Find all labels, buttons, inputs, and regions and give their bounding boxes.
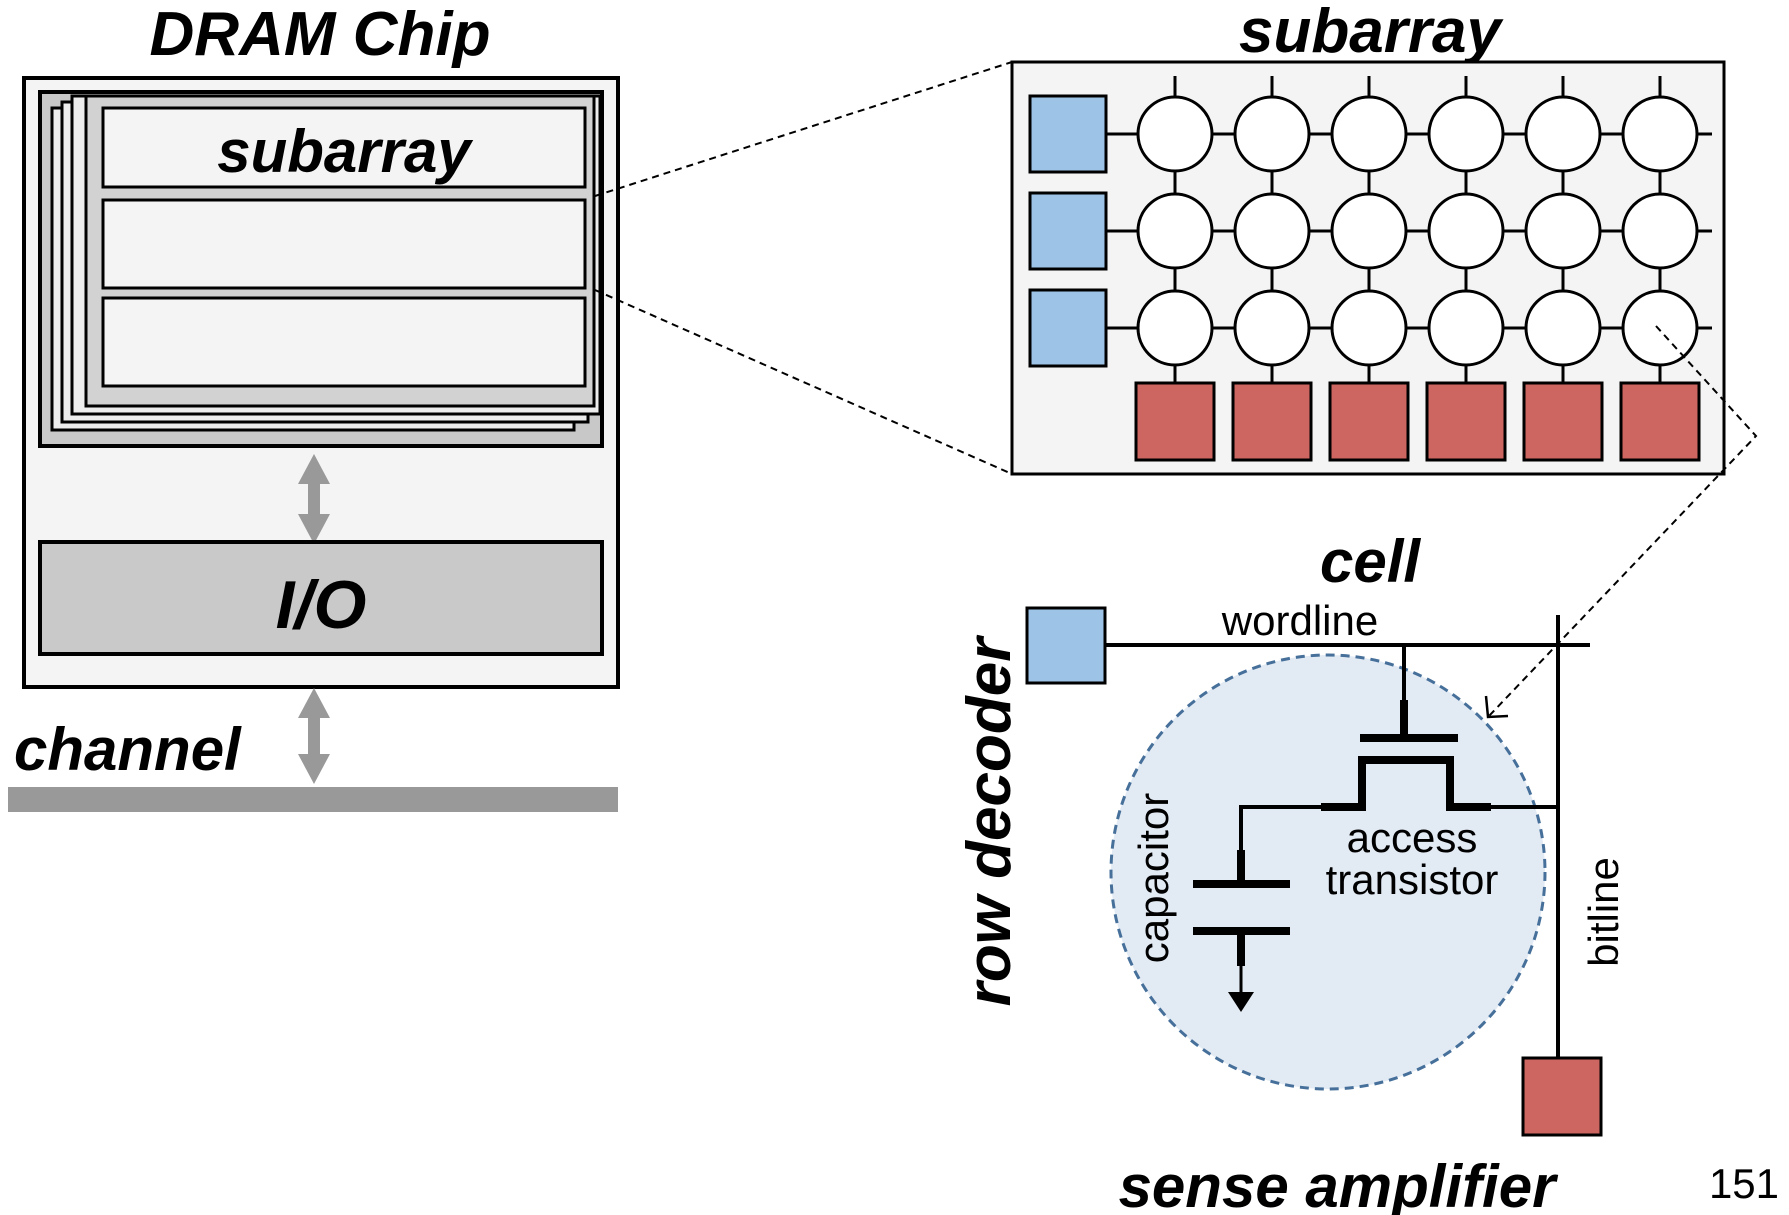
cell-title: cell <box>1320 528 1421 595</box>
dram-cell <box>1427 95 1505 173</box>
channel-label: channel <box>14 716 242 783</box>
dram-cell <box>1233 289 1311 367</box>
capacitor-label: capacitor <box>1130 793 1177 963</box>
chip-channel-arrow <box>298 688 330 784</box>
dram-cell <box>1330 192 1408 270</box>
chip-subarray-2 <box>101 198 587 290</box>
zoom-line-bottom <box>594 289 1013 475</box>
sense-amplifier <box>1134 381 1216 462</box>
dram-cell <box>1330 289 1408 367</box>
dram-cell <box>1427 192 1505 270</box>
dram-cell <box>1621 95 1699 173</box>
row-decoder <box>1028 191 1108 271</box>
dram-cell <box>1524 95 1602 173</box>
io-block <box>38 540 604 656</box>
sense-amplifier-square <box>1521 1056 1603 1137</box>
dram-cell <box>1427 289 1505 367</box>
dram-cell <box>1330 95 1408 173</box>
chip-subarray-3 <box>101 296 587 388</box>
dram-cell <box>1136 95 1214 173</box>
sense-amplifier <box>1619 381 1701 462</box>
io-label: I/O <box>276 567 367 643</box>
access-transistor-label-line1: access <box>1347 814 1478 861</box>
dram-cell <box>1233 192 1311 270</box>
row-decoder <box>1028 288 1108 368</box>
dram-chip-title: DRAM Chip <box>150 0 491 69</box>
channel-bar <box>8 787 618 812</box>
dram-cell <box>1524 289 1602 367</box>
dram-cell <box>1136 192 1214 270</box>
bitline-label: bitline <box>1580 857 1627 967</box>
dram-cell <box>1621 192 1699 270</box>
sense-amplifier <box>1522 381 1604 462</box>
sense-amplifier <box>1231 381 1313 462</box>
sense-amplifier <box>1328 381 1410 462</box>
row-decoder <box>1028 94 1108 174</box>
zoom-line-cell <box>1487 325 1758 718</box>
chip-subarray-1 <box>101 106 587 189</box>
dram-cell <box>1621 289 1699 367</box>
capacitor-symbol <box>1193 850 1290 1012</box>
wordline-label: wordline <box>1221 597 1378 644</box>
row-decoder-square <box>1025 606 1107 685</box>
zoom-line-top <box>594 61 1013 197</box>
subarray-grid <box>1028 76 1712 462</box>
page-number: 151 <box>1709 1160 1779 1207</box>
subarray-title: subarray <box>1239 0 1504 66</box>
access-transistor-label-line2: transistor <box>1326 856 1499 903</box>
sense-amplifier-label: sense amplifier <box>1119 1153 1560 1215</box>
sense-amplifier <box>1425 381 1507 462</box>
dram-cell <box>1524 192 1602 270</box>
row-decoder-label: row decoder <box>955 635 1024 1007</box>
dram-cell <box>1233 95 1311 173</box>
chip-subarray-label: subarray <box>217 118 473 185</box>
dram-cell <box>1136 289 1214 367</box>
bank-io-arrow <box>298 454 330 544</box>
zoom-arrowhead <box>1484 695 1509 719</box>
